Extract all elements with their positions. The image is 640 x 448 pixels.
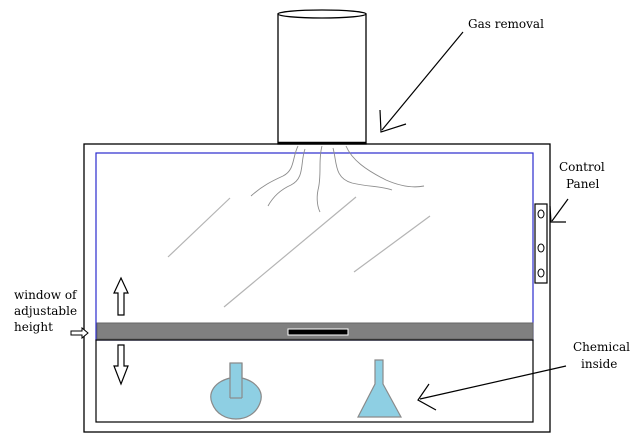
round-bottom-flask <box>210 362 262 420</box>
leader-chemical <box>417 365 567 411</box>
down-arrow-icon[interactable] <box>113 344 129 386</box>
knob-icon[interactable] <box>537 243 545 253</box>
knob-icon[interactable] <box>537 209 545 219</box>
right-pointer-arrow-icon <box>70 326 89 340</box>
fume-lines <box>250 145 425 213</box>
control-panel <box>534 203 548 284</box>
chemical-label-line2: inside <box>581 357 617 371</box>
hood-cabinet <box>83 143 551 433</box>
glass-window-frame <box>95 152 534 341</box>
window-label-line1: window of <box>14 288 78 302</box>
control-panel-label-line2: Panel <box>566 177 600 191</box>
chemical-label-line1: Chemical <box>573 340 630 354</box>
window-label-line2: adjustable <box>14 304 77 318</box>
leader-gas-removal <box>379 31 464 133</box>
exhaust-duct <box>277 9 367 145</box>
glass-reflections <box>167 196 431 308</box>
work-chamber <box>95 339 534 423</box>
knob-icon[interactable] <box>537 268 545 278</box>
gas-removal-label: Gas removal <box>468 17 544 31</box>
control-panel-label-line1: Control <box>559 160 605 174</box>
up-arrow-icon[interactable] <box>113 276 129 316</box>
erlenmeyer-flask <box>357 359 403 418</box>
leader-control-panel <box>549 198 569 223</box>
sash-handle[interactable] <box>287 328 349 336</box>
window-label-line3: height <box>14 320 53 334</box>
